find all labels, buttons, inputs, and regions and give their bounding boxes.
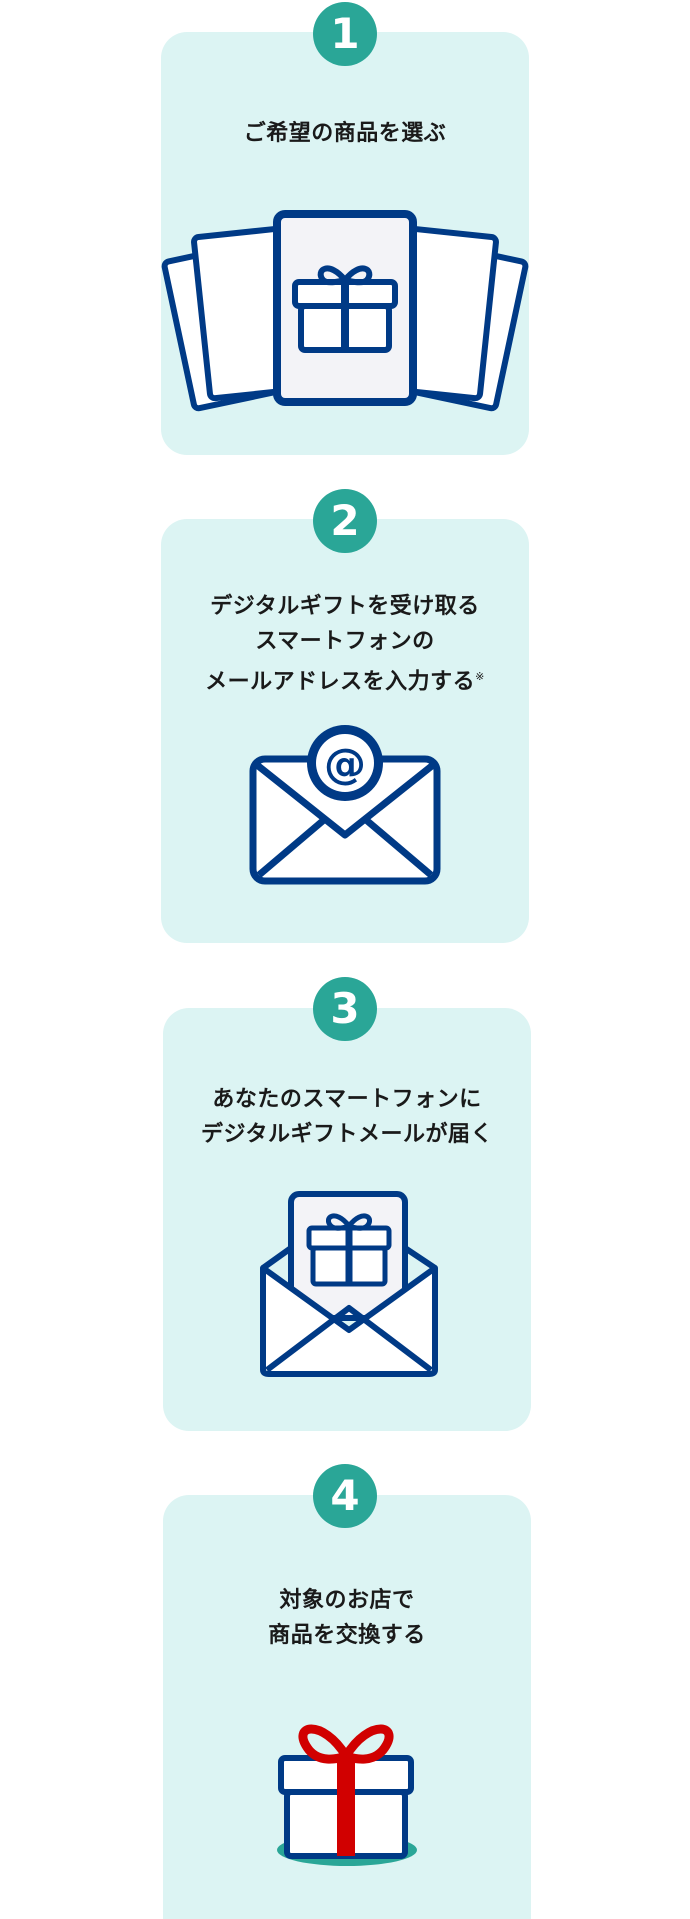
gift-box-icon (277, 1724, 417, 1866)
select-product-cards-icon (161, 210, 529, 412)
step-2-title-line-3-text: メールアドレスを入力する (205, 669, 476, 695)
step-3-title-line-1: あなたのスマートフォンに (212, 1087, 482, 1112)
step-2-title-line-2: スマートフォンの (255, 629, 435, 654)
step-2-badge: 2 (313, 489, 377, 553)
email-at-icon: @ (249, 725, 441, 885)
step-1-badge: 1 (313, 2, 377, 66)
step-2-title-line-1: デジタルギフトを受け取る (210, 594, 480, 619)
step-1-title-line: ご希望の商品を選ぶ (243, 121, 447, 146)
step-3-badge: 3 (313, 977, 377, 1041)
step-1-title: ご希望の商品を選ぶ (161, 116, 529, 151)
step-3-title: あなたのスマートフォンに デジタルギフトメールが届く (163, 1082, 531, 1152)
svg-text:@: @ (324, 739, 366, 788)
step-2-title: デジタルギフトを受け取る スマートフォンの メールアドレスを入力する※ (161, 589, 529, 699)
step-4-title-line-1: 対象のお店で (279, 1588, 415, 1613)
step-2-title-line-3: メールアドレスを入力する※ (161, 659, 529, 699)
step-4-title: 対象のお店で 商品を交換する (163, 1583, 531, 1653)
step-4-title-line-2: 商品を交換する (268, 1623, 426, 1648)
note-mark: ※ (475, 670, 485, 683)
gift-email-icon (260, 1191, 438, 1377)
step-3-title-line-2: デジタルギフトメールが届く (200, 1122, 494, 1147)
step-4-badge: 4 (313, 1464, 377, 1528)
